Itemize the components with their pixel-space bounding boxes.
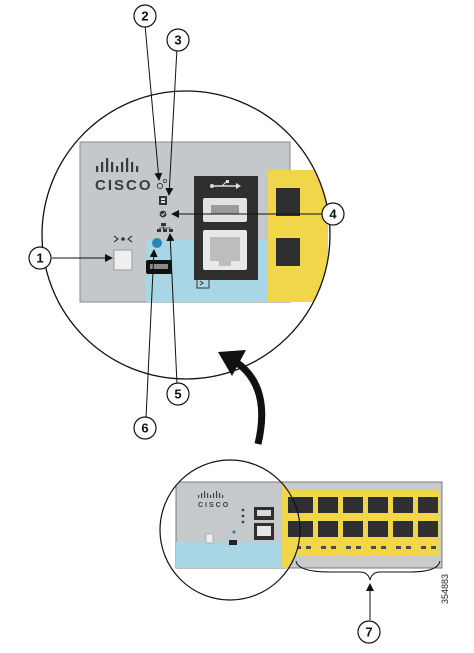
callout-lines	[52, 24, 374, 620]
svg-text:1: 1	[36, 251, 43, 266]
svg-text:4: 4	[329, 207, 337, 222]
zoom-port-1	[276, 188, 300, 216]
small-rj45-port	[254, 523, 274, 540]
reset-button	[152, 238, 162, 248]
system-led	[156, 178, 168, 190]
small-zoom-circle	[159, 459, 301, 601]
small-cisco-logo-bars	[198, 491, 224, 498]
callout-4: 4	[321, 202, 345, 226]
svg-text:2: 2	[141, 9, 148, 24]
small-reset-button	[232, 530, 236, 534]
curved-arrow-head	[218, 350, 246, 376]
mode-arrows-icon	[113, 235, 133, 243]
port-led-bracket	[295, 560, 441, 581]
usb-icon	[210, 180, 241, 189]
callout-3: 3	[166, 28, 190, 52]
stack-led	[159, 196, 167, 205]
cisco-logo-bars	[96, 158, 139, 172]
small-usb-port	[254, 507, 274, 520]
small-zoom-content: CISCO	[160, 460, 300, 600]
mode-button	[113, 249, 133, 271]
zoom-port-2	[276, 238, 300, 266]
switch-overview: CISCO	[159, 459, 443, 601]
network-led	[157, 223, 173, 232]
ethernet-ports-bottom	[293, 521, 438, 537]
small-mode-button	[205, 533, 214, 544]
svg-text:7: 7	[365, 625, 372, 640]
console-icon	[196, 277, 210, 289]
small-mini-usb	[229, 540, 237, 545]
callout-5: 5	[166, 382, 190, 406]
port-leds	[296, 546, 436, 549]
svg-text:5: 5	[174, 387, 181, 402]
large-zoom-content: CISCO	[42, 91, 330, 379]
callout-2: 2	[133, 4, 157, 28]
callout-7: 7	[357, 620, 381, 644]
rj45-console-port	[203, 230, 247, 270]
small-cisco-logo: CISCO	[198, 502, 230, 509]
figure-id: 354883	[440, 573, 450, 604]
cisco-logo: CISCO	[95, 177, 153, 194]
status-led	[159, 210, 167, 218]
svg-text:6: 6	[141, 421, 148, 436]
small-leds	[241, 508, 245, 524]
curved-arrow-icon	[233, 359, 266, 445]
ethernet-ports-top	[293, 497, 438, 513]
callout-6: 6	[133, 416, 157, 440]
svg-text:3: 3	[174, 33, 181, 48]
port-block-yellow	[288, 490, 440, 556]
callout-1: 1	[28, 246, 52, 270]
mini-usb-port	[146, 260, 172, 274]
usb-port	[203, 198, 247, 222]
large-zoom-circle	[41, 90, 331, 380]
